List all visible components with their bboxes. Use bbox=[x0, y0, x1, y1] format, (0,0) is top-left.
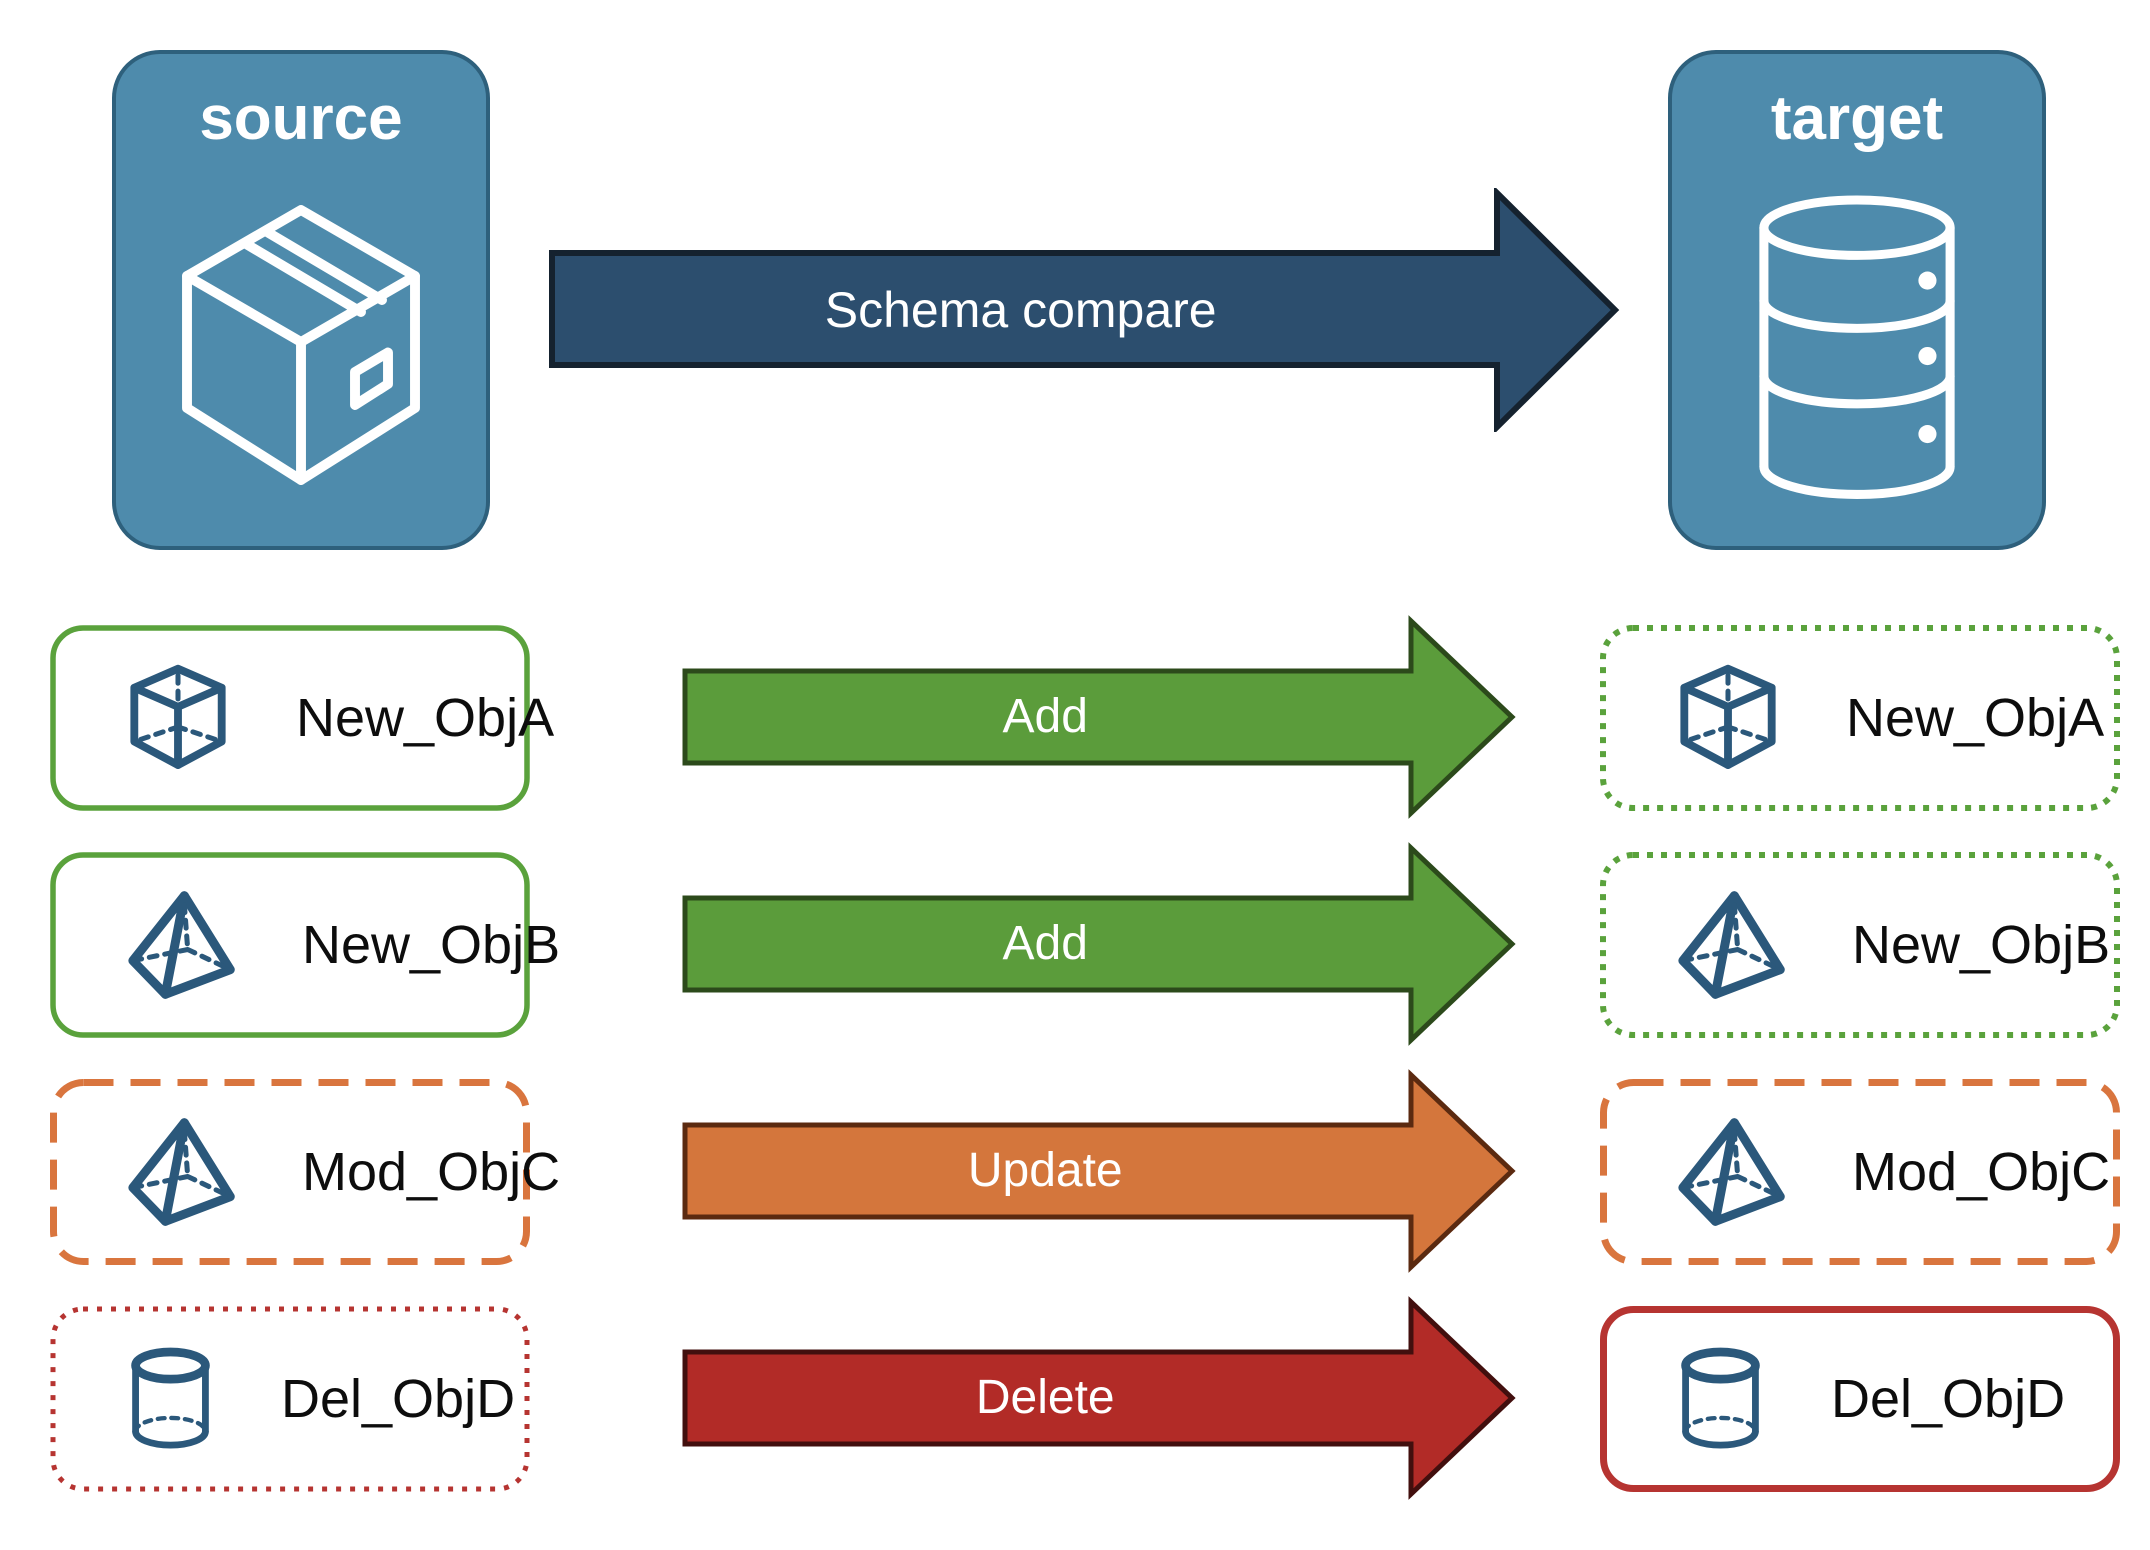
object-label: New_ObjB bbox=[1852, 915, 2111, 975]
target-object-card-del-objd: Del_ObjD bbox=[1600, 1306, 2120, 1492]
target-object-card-mod-objc: Mod_ObjC bbox=[1600, 1079, 2120, 1265]
package-icon bbox=[116, 150, 486, 546]
cylinder-icon bbox=[1672, 1345, 1769, 1454]
pyramid-icon bbox=[122, 889, 240, 1001]
cylinder-icon bbox=[122, 1345, 219, 1454]
pyramid-icon bbox=[122, 1116, 240, 1228]
object-label: New_ObjA bbox=[1846, 688, 2105, 748]
target-object-card-new-objb: New_ObjB bbox=[1600, 852, 2120, 1038]
source-object-card-mod-objc: Mod_ObjC bbox=[50, 1079, 560, 1265]
target-node: target bbox=[1668, 50, 2046, 550]
database-icon bbox=[1672, 150, 2042, 546]
object-label: Del_ObjD bbox=[1831, 1369, 2066, 1429]
object-label: New_ObjA bbox=[296, 688, 555, 748]
cube-icon bbox=[122, 662, 234, 774]
pyramid-icon bbox=[1672, 1116, 1790, 1228]
source-object-card-del-objd: Del_ObjD bbox=[50, 1306, 530, 1492]
object-label: New_ObjB bbox=[302, 915, 561, 975]
source-object-card-new-obja: New_ObjA bbox=[50, 625, 554, 811]
add-arrow: Add bbox=[682, 614, 1517, 820]
add-arrow-label: Add bbox=[1002, 917, 1088, 971]
delete-arrow-label: Delete bbox=[975, 1371, 1115, 1425]
object-label: Del_ObjD bbox=[281, 1369, 516, 1429]
object-label: Mod_ObjC bbox=[1852, 1142, 2111, 1202]
pyramid-icon bbox=[1672, 889, 1790, 1001]
schema-compare-label: Schema compare bbox=[824, 281, 1217, 338]
source-node: source bbox=[112, 50, 490, 550]
add-arrow: Add bbox=[682, 841, 1517, 1047]
target-label: target bbox=[1770, 84, 1944, 153]
object-label: Mod_ObjC bbox=[302, 1142, 561, 1202]
cube-icon bbox=[1672, 662, 1784, 774]
update-arrow-label: Update bbox=[967, 1144, 1123, 1198]
source-object-card-new-objb: New_ObjB bbox=[50, 852, 560, 1038]
delete-arrow: Delete bbox=[682, 1295, 1517, 1501]
add-arrow-label: Add bbox=[1002, 690, 1088, 744]
source-label: source bbox=[199, 84, 403, 153]
target-object-card-new-obja: New_ObjA bbox=[1600, 625, 2120, 811]
update-arrow: Update bbox=[682, 1068, 1517, 1274]
schema-compare-arrow: Schema compare bbox=[549, 188, 1621, 432]
